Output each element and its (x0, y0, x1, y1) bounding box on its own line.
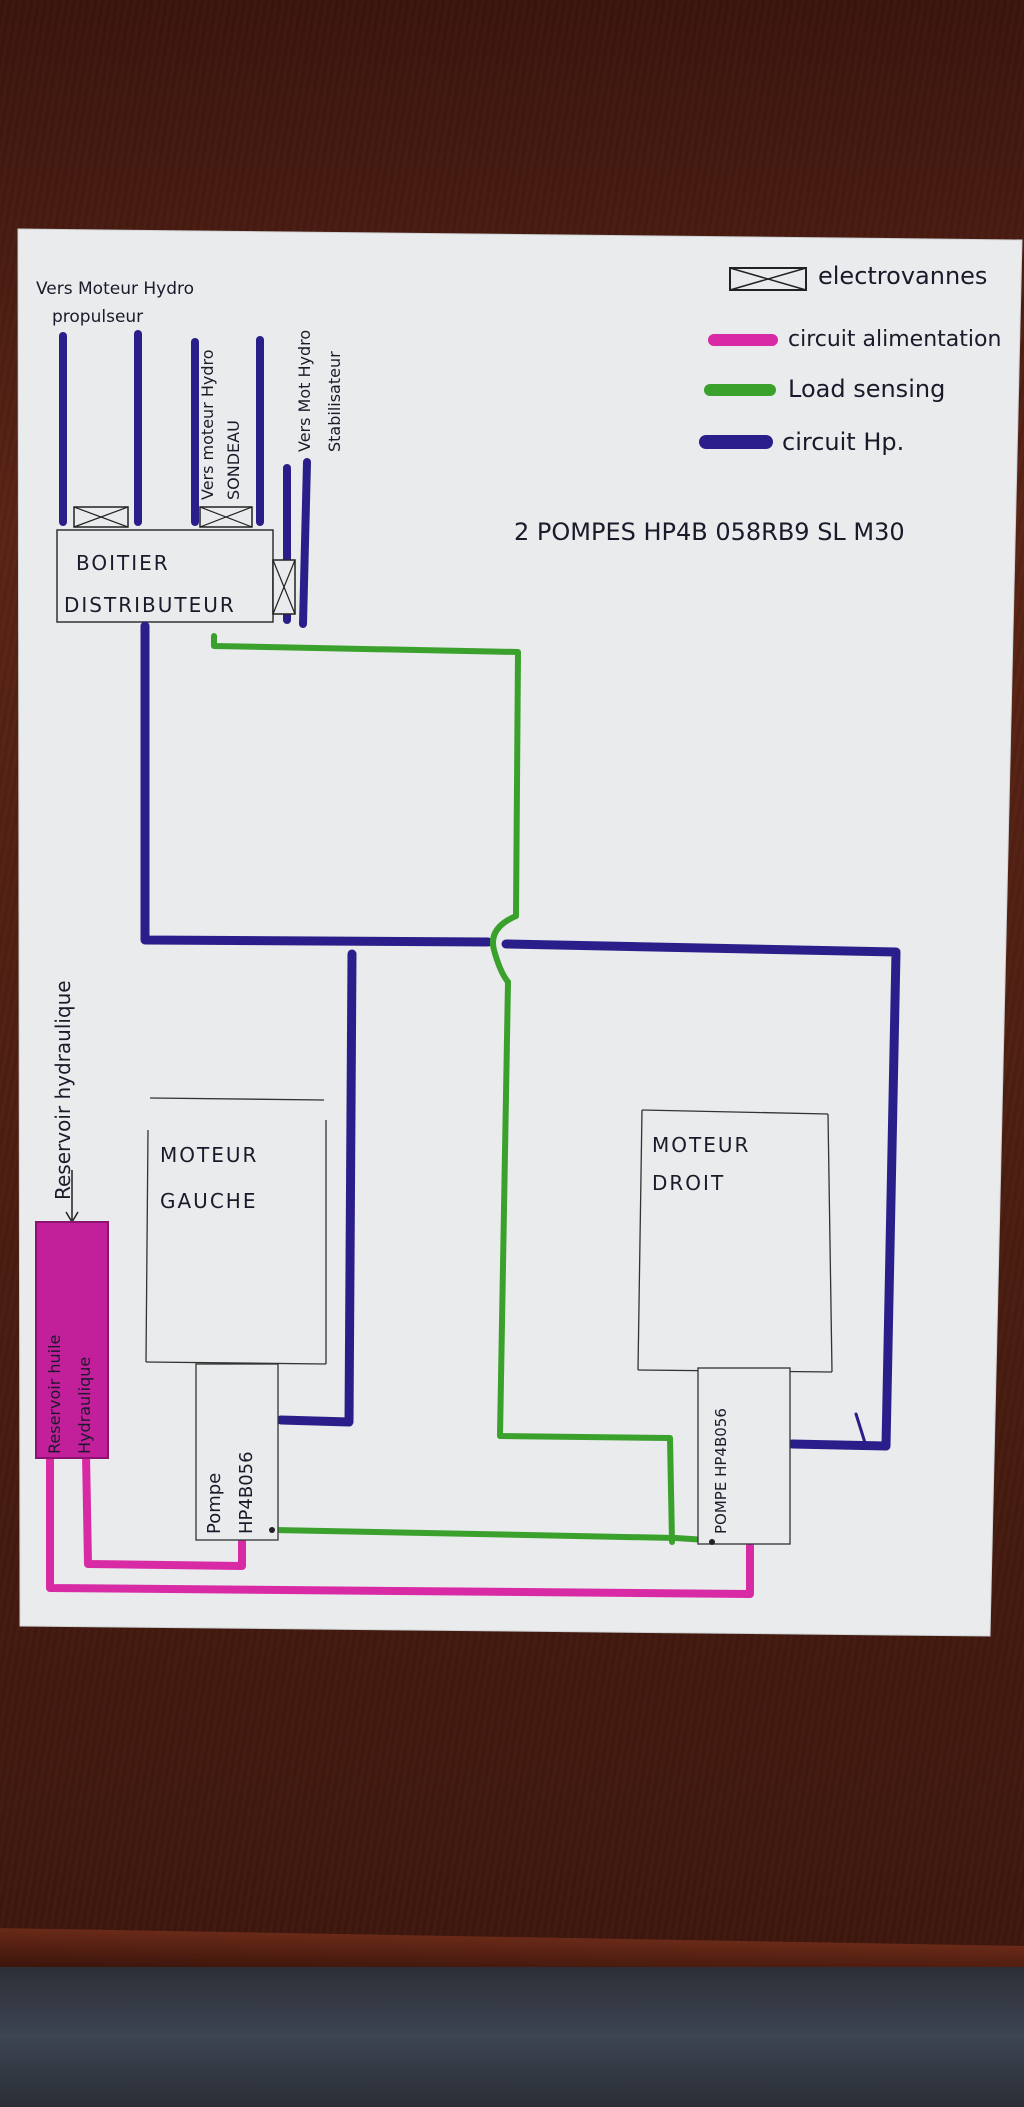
engine-left: MOTEUR GAUCHE (145, 1097, 327, 1365)
pump-model-note: 2 POMPES HP4B 058RB9 SL M30 (514, 518, 905, 546)
distributor-box (56, 529, 274, 623)
supply-circuit (46, 1450, 754, 1598)
output-label-sounder: Vers moteur Hydro SONDEAU (198, 344, 243, 500)
valve-propulsion (73, 506, 129, 528)
hp-output-lines (59, 330, 311, 628)
supply-line-right-pump (46, 1452, 754, 1598)
reservoir-outside-label: Reservoir hydraulique (51, 980, 75, 1200)
fabric-corner (0, 1967, 1024, 2107)
legend-supply-label: circuit alimentation (788, 327, 1001, 352)
legend-hp-label: circuit Hp. (782, 428, 904, 456)
distributor-label: BOITIER DISTRIBUTEUR (64, 551, 236, 617)
pump-left: Pompe HP4B056 (195, 1363, 279, 1541)
load-sensing-to-right-pump (497, 979, 675, 1545)
engine-right: MOTEUR DROIT (637, 1109, 833, 1373)
reservoir-tank (35, 1221, 109, 1459)
output-label-propulsion: Vers Moteur Hydro propulseur (36, 279, 199, 327)
hp-line-distributor-to-junction (140, 621, 493, 947)
load-sensing-pump-link (271, 1527, 709, 1543)
load-sensing-circuit (211, 633, 709, 1545)
valve-stabilizer (272, 559, 296, 615)
hp-line-to-right-pump (501, 939, 901, 1451)
hp-line-to-left-pump (276, 949, 357, 1427)
engine-right-label: MOTEUR DROIT (652, 1133, 759, 1195)
legend-valve-symbol (729, 267, 807, 291)
valve-sounder (199, 506, 253, 528)
output-label-stabilizer: Vers Mot Hydro Stabilisateur (295, 325, 344, 452)
pump-left-label: Pompe HP4B056 (204, 1451, 257, 1534)
legend-load-sensing-label: Load sensing (788, 375, 945, 403)
pump-right-label: POMPE HP4B056 (712, 1408, 730, 1534)
legend-valve-label: electrovannes (818, 262, 987, 290)
supply-line-left-pump (82, 1450, 246, 1570)
load-sensing-line-to-distributor (211, 633, 521, 919)
load-sensing-crossover (490, 913, 519, 985)
reservoir-inside-label: Reservoir huile Hydraulique (45, 1330, 94, 1454)
hp-circuit (140, 621, 901, 1451)
legend: electrovannes circuit alimentation Load … (699, 262, 1001, 456)
reservoir: Reservoir hydraulique Reservoir huile Hy… (35, 980, 109, 1459)
engine-left-label: MOTEUR GAUCHE (160, 1143, 267, 1213)
pump-right: POMPE HP4B056 (697, 1367, 791, 1545)
